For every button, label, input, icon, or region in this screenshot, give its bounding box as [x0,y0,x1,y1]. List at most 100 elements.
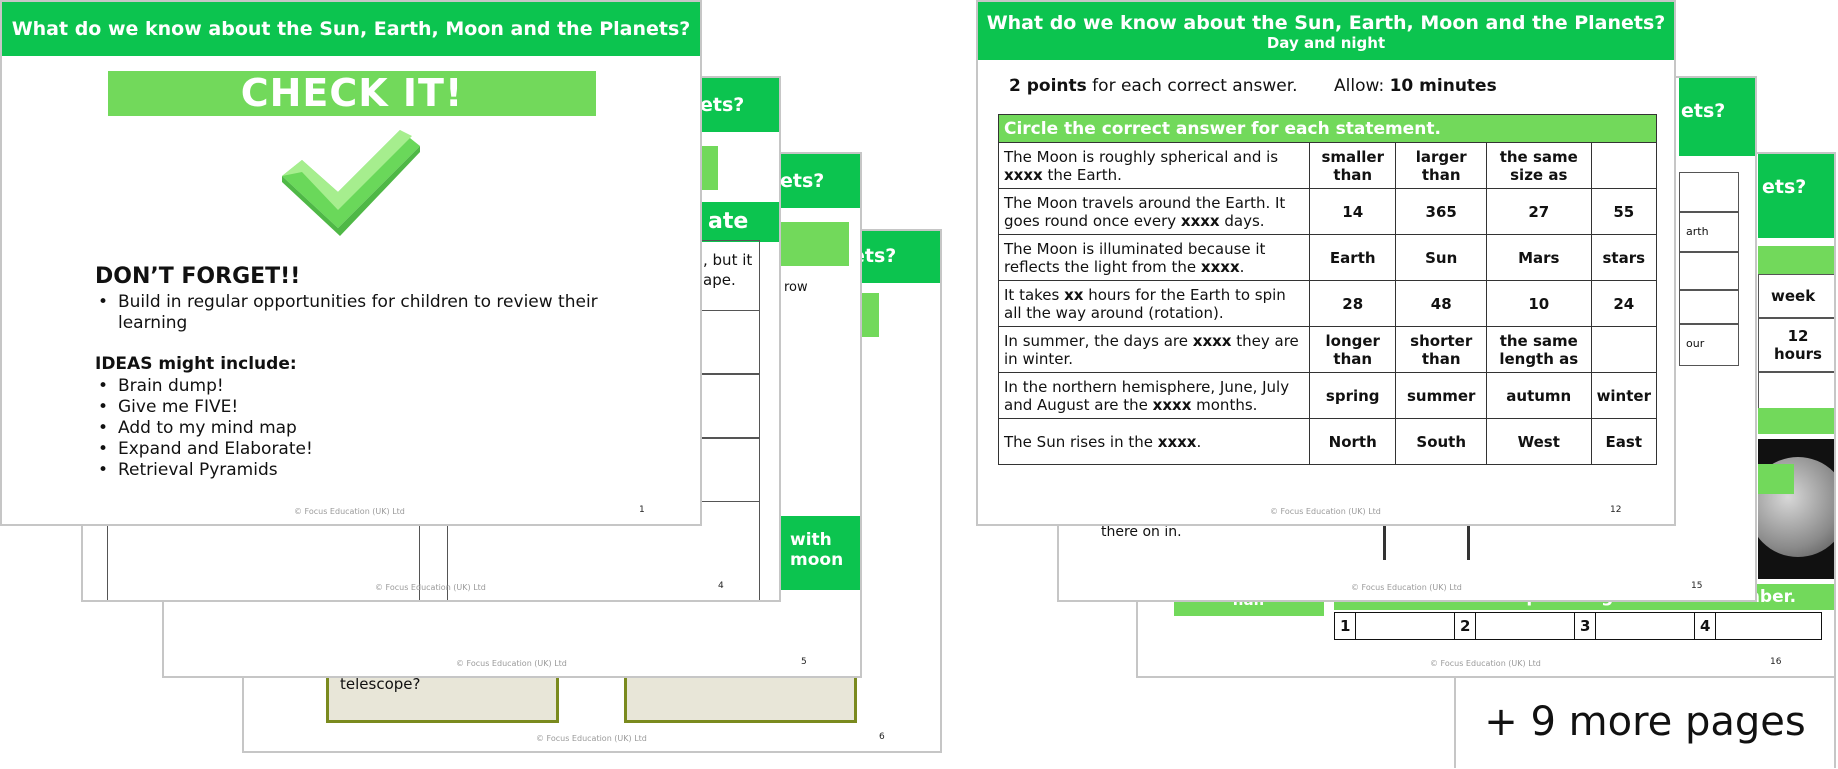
answer-option-cell[interactable]: Sun [1395,234,1487,281]
answer-option-cell[interactable]: South [1395,418,1487,465]
statement-cell: The Sun rises in the xxxx. [998,418,1310,465]
hours-cell: 12 hours [1758,318,1834,372]
answer-option-cell[interactable]: spring [1308,372,1397,419]
answer-option-cell[interactable] [1590,326,1658,373]
question-table: Circle the correct answer for each state… [998,114,1658,465]
slide-5-title-peek: ets? [776,154,860,208]
table-row: In summer, the days are xxxx they are in… [998,326,1658,373]
answer-option-cell[interactable]: smaller than [1308,142,1397,189]
check-mark-icon [282,130,420,236]
footer-copyright: © Focus Education (UK) Ltd [1430,659,1541,668]
answer-option-cell[interactable]: summer [1395,372,1487,419]
answer-option-cell[interactable]: larger than [1395,142,1487,189]
table-header: Circle the correct answer for each state… [998,114,1657,143]
answer-option-cell[interactable]: 10 [1485,280,1592,327]
table-row: It takes xx hours for the Earth to spin … [998,280,1658,327]
statement-cell: It takes xx hours for the Earth to spin … [998,280,1310,327]
slide-4-title-peek: ets? [698,78,779,132]
answer-option-cell[interactable]: 14 [1308,188,1397,235]
divider-line-1 [1383,524,1386,560]
slide-15-title-peek: ets? [1679,78,1755,156]
points-line: 2 points for each correct answer. [1009,76,1298,96]
table-cell-2: arth [1679,212,1739,252]
dont-forget-heading: DON’T FORGET!! [95,264,301,289]
phase-cell-2: 2 [1454,612,1476,640]
slide-4-text-fragment: , but it ape. [703,251,753,289]
answer-option-cell[interactable]: 55 [1590,188,1658,235]
answer-option-cell[interactable]: North [1308,418,1397,465]
slide-16-title-peek: ets? [1758,154,1834,238]
page-number: 5 [801,657,807,667]
slide-4-label-peek [698,146,718,190]
answer-option-cell[interactable]: 48 [1395,280,1487,327]
answer-option-cell[interactable]: 28 [1308,280,1397,327]
answer-option-cell[interactable]: the same size as [1485,142,1592,189]
table-header-row: Circle the correct answer for each state… [998,114,1657,143]
ideas-list: Brain dump! Give me FIVE! Add to my mind… [98,376,618,481]
page-number: 1 [639,505,645,515]
slide-12: What do we know about the Sun, Earth, Mo… [976,0,1676,526]
statement-cell: In the northern hemisphere, June, July a… [998,372,1310,419]
book-image-right [624,673,857,723]
check-it-banner: CHECK IT! [108,71,596,116]
slide-6-label-peek [859,293,879,337]
statement-cell: The Moon is illuminated because it refle… [998,234,1310,281]
answer-option-cell[interactable]: East [1590,418,1658,465]
list-item: Build in regular opportunities for child… [98,292,638,334]
slide-16-header-strip [1758,246,1834,274]
phase-cell-4: 4 [1694,612,1716,640]
table-cell-3 [1679,252,1739,290]
book-image-left [326,673,559,723]
answer-option-cell[interactable]: the same length as [1485,326,1592,373]
answer-option-cell[interactable] [1590,142,1658,189]
list-item: Expand and Elaborate! [98,439,618,460]
footer-copyright: © Focus Education (UK) Ltd [1351,583,1462,592]
page-number: 16 [1770,657,1782,667]
phase-cell-3: 3 [1574,612,1596,640]
phase-cell-1: 1 [1334,612,1356,640]
divider-line-2 [1467,524,1470,560]
page-number: 15 [1691,581,1703,591]
footer-copyright: © Focus Education (UK) Ltd [1270,507,1381,516]
slide-subtitle: Day and night [1266,34,1386,52]
answer-option-cell[interactable]: longer than [1308,326,1397,373]
slide-4-banner-peek: ate [698,202,779,242]
slide-title: What do we know about the Sun, Earth, Mo… [986,12,1666,34]
list-item: Add to my mind map [98,418,618,439]
answer-option-cell[interactable]: winter [1590,372,1658,419]
list-item: Give me FIVE! [98,397,618,418]
list-item: Retrieval Pyramids [98,460,618,481]
answer-option-cell[interactable]: stars [1590,234,1658,281]
moon-label-tag [1758,464,1794,494]
answer-option-cell[interactable]: 27 [1485,188,1592,235]
list-item: Brain dump! [98,376,618,397]
table-row: The Moon travels around the Earth. It go… [998,188,1658,235]
table-row: In the northern hemisphere, June, July a… [998,372,1658,419]
slide-1: What do we know about the Sun, Earth, Mo… [0,0,702,526]
answer-option-cell[interactable]: 365 [1395,188,1487,235]
question-fragment: telescope? [340,675,421,693]
slide-16-strip-2 [1758,408,1834,434]
answer-option-cell[interactable]: shorter than [1395,326,1487,373]
answer-option-cell[interactable]: Earth [1308,234,1397,281]
slide-header: What do we know about the Sun, Earth, Mo… [978,2,1674,60]
answer-option-cell[interactable]: 24 [1590,280,1658,327]
footer-copyright: © Focus Education (UK) Ltd [375,583,486,592]
reminder-list: Build in regular opportunities for child… [98,292,638,334]
ideas-heading: IDEAS might include: [95,354,297,374]
slide-5-label-peek [779,222,849,266]
statement-cell: The Moon is roughly spherical and is xxx… [998,142,1310,189]
statement-cell: The Moon travels around the Earth. It go… [998,188,1310,235]
page-number: 6 [879,732,885,742]
table-cell-1 [1679,172,1739,212]
table-cell-4 [1679,290,1739,324]
answer-option-cell[interactable]: Mars [1485,234,1592,281]
footer-copyright: © Focus Education (UK) Ltd [456,659,567,668]
answer-option-cell[interactable]: West [1485,418,1592,465]
slide-5-label-box: with moon [776,516,860,590]
text-fragment: there on in. [1101,524,1182,540]
allow-line: Allow: 10 minutes [1334,76,1497,96]
answer-option-cell[interactable]: autumn [1485,372,1592,419]
week-cell: week [1758,274,1834,318]
